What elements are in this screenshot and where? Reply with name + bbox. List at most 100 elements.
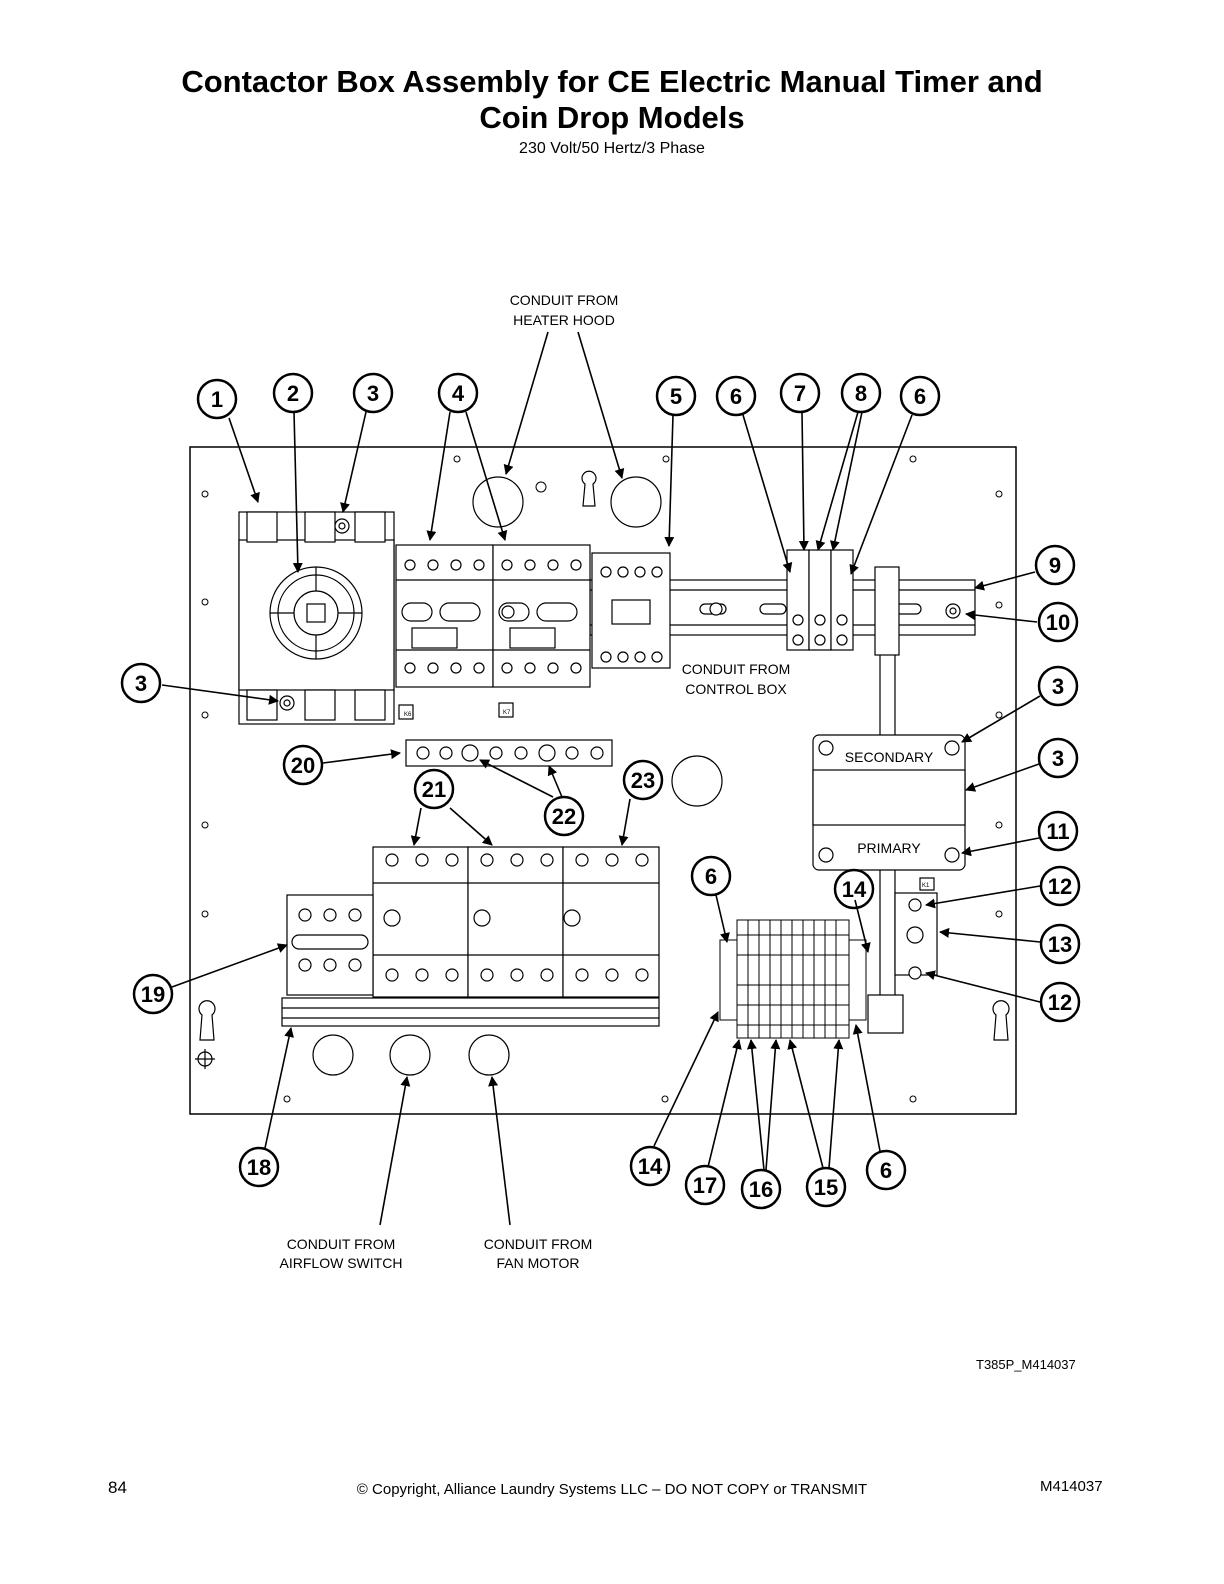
callout-number: 6 — [730, 384, 742, 409]
callout-circle — [437, 372, 479, 414]
leader-line — [664, 414, 675, 547]
leader-line — [379, 1076, 411, 1226]
callout-number: 20 — [291, 753, 315, 778]
callout-circle — [352, 372, 394, 414]
terminal-strip — [719, 919, 867, 1039]
callout-number: 10 — [1046, 610, 1070, 635]
leader-line — [852, 1024, 881, 1152]
terminal-block-19 — [286, 894, 374, 996]
conduit-heater-hood-line2: HEATER HOOD — [513, 312, 615, 328]
leader-line — [449, 807, 493, 846]
conduit-airflow-line2: AIRFLOW SWITCH — [280, 1255, 403, 1271]
callout-number: 12 — [1048, 990, 1072, 1015]
leader-line — [503, 331, 549, 475]
callout-circle — [690, 855, 732, 897]
callout-circle — [805, 1166, 847, 1208]
page-title-line1: Contactor Box Assembly for CE Electric M… — [181, 64, 1043, 99]
callout-circle — [715, 375, 757, 417]
leader-line — [965, 763, 1040, 792]
callout-5: 5 — [655, 375, 697, 417]
callout-7: 7 — [779, 372, 821, 414]
conduit-fan-motor-line1: CONDUIT FROM — [484, 1236, 593, 1252]
page-subtitle: 230 Volt/50 Hertz/3 Phase — [519, 140, 705, 157]
conduit-control-box-line1: CONDUIT FROM — [682, 661, 791, 677]
callout-number: 14 — [638, 1154, 663, 1179]
callout-21: 21 — [413, 768, 455, 810]
callout-circle — [543, 795, 585, 837]
callout-circle — [132, 973, 174, 1015]
callout-number: 6 — [705, 864, 717, 889]
callout-18: 18 — [238, 1146, 280, 1188]
callout-20: 20 — [282, 744, 324, 786]
leader-line — [828, 1039, 844, 1169]
leader-line — [161, 684, 279, 705]
relay-block — [591, 552, 671, 669]
leader-line — [849, 414, 913, 575]
callout-8: 8 — [840, 372, 882, 414]
leader-line — [577, 331, 625, 479]
callout-6: 6 — [899, 375, 941, 417]
callout-6: 6 — [865, 1149, 907, 1191]
callout-number: 5 — [670, 384, 682, 409]
callout-3: 3 — [1037, 737, 1079, 779]
transformer — [812, 655, 966, 1000]
leader-line — [974, 571, 1036, 591]
callout-number: 11 — [1046, 819, 1069, 844]
callout-number: 9 — [1049, 553, 1061, 578]
leader-line — [965, 610, 1038, 623]
callout-circle — [622, 759, 664, 801]
callout-number: 3 — [135, 671, 147, 696]
callout-circle — [899, 375, 941, 417]
conduit-control-box-line2: CONTROL BOX — [685, 681, 787, 697]
primary-label: PRIMARY — [857, 840, 921, 856]
callout-23: 23 — [622, 759, 664, 801]
leader-line — [815, 411, 859, 551]
callout-number: 7 — [794, 381, 806, 406]
callout-circle — [1037, 810, 1079, 852]
callout-circle — [865, 1149, 907, 1191]
callout-14: 14 — [629, 1145, 671, 1187]
leader-line — [925, 970, 1041, 1003]
callout-3: 3 — [1037, 665, 1079, 707]
callout-circle — [779, 372, 821, 414]
leader-line — [488, 1076, 511, 1226]
leader-line — [465, 411, 508, 541]
callout-circle — [272, 372, 314, 414]
callout-number: 15 — [814, 1175, 838, 1200]
callout-number: 3 — [1052, 674, 1064, 699]
leader-line — [292, 411, 303, 573]
k6-label: K6 — [404, 712, 412, 718]
callout-circle — [655, 375, 697, 417]
callout-22: 22 — [543, 795, 585, 837]
main-disconnect-switch — [238, 511, 395, 725]
callout-number: 1 — [211, 387, 223, 412]
panel-mount-holes — [201, 455, 1003, 1103]
contactor-k7 — [492, 544, 591, 718]
callout-number: 21 — [422, 777, 446, 802]
conduit-heater-hood-line1: CONDUIT FROM — [510, 292, 619, 308]
callout-16: 16 — [740, 1168, 782, 1210]
callout-number: 16 — [749, 1177, 773, 1202]
callout-number: 22 — [552, 804, 576, 829]
leader-line — [410, 807, 422, 846]
callout-number: 18 — [247, 1155, 271, 1180]
leader-line — [547, 765, 563, 798]
leader-line — [171, 943, 288, 988]
leader-line — [479, 759, 554, 798]
leader-line — [618, 798, 631, 846]
bus-bar — [281, 997, 660, 1027]
callout-circle — [1039, 865, 1081, 907]
leader-line — [829, 411, 863, 551]
leader-line — [939, 927, 1041, 943]
callout-4: 4 — [437, 372, 479, 414]
secondary-label: SECONDARY — [845, 749, 934, 765]
callout-2: 2 — [272, 372, 314, 414]
callout-circle — [1039, 981, 1081, 1023]
page-number: 84 — [108, 1478, 127, 1497]
callout-circle — [1037, 601, 1079, 643]
callout-circle — [1037, 665, 1079, 707]
callout-number: 2 — [287, 381, 299, 406]
leader-line — [787, 1039, 824, 1169]
